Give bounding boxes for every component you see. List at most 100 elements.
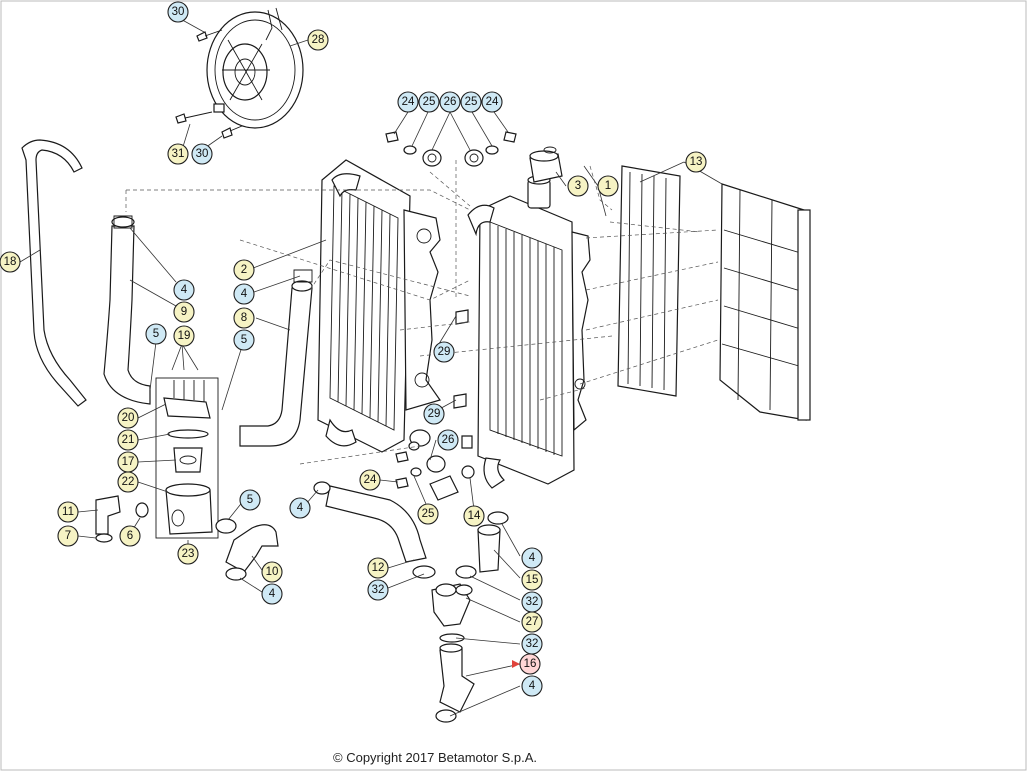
callout-number: 28 [312, 34, 325, 46]
callout-number: 30 [196, 148, 209, 160]
callout-20[interactable]: 20 [117, 407, 139, 429]
callout-4-hose-10[interactable]: 4 [261, 583, 283, 605]
callout-5-lower[interactable]: 5 [239, 489, 261, 511]
callout-number: 14 [468, 510, 481, 522]
callout-32-left[interactable]: 32 [367, 579, 389, 601]
hose-15 [455, 511, 509, 579]
callout-number: 8 [241, 312, 247, 324]
callout-27[interactable]: 27 [521, 611, 543, 633]
callout-24-top-left[interactable]: 24 [397, 91, 419, 113]
callout-15[interactable]: 15 [521, 569, 543, 591]
callout-number: 4 [241, 288, 248, 300]
callout-6[interactable]: 6 [119, 525, 141, 547]
callout-number: 26 [442, 434, 455, 446]
callout-number: 18 [4, 256, 17, 268]
callout-4-hose-12[interactable]: 4 [289, 497, 311, 519]
callout-19[interactable]: 19 [173, 325, 195, 347]
callout-number: 5 [153, 328, 159, 340]
cooling-fan [206, 7, 304, 129]
thermostat-assembly [155, 377, 219, 539]
callout-1[interactable]: 1 [597, 175, 619, 197]
callout-26-middle[interactable]: 26 [437, 429, 459, 451]
callout-30[interactable]: 30 [167, 1, 189, 23]
callout-4-hose-16[interactable]: 4 [521, 675, 543, 697]
hose-16 [435, 643, 475, 723]
callout-10[interactable]: 10 [261, 561, 283, 583]
callout-number: 10 [266, 566, 279, 578]
callout-16-highlighted[interactable]: 16 [519, 653, 541, 675]
callout-number: 15 [526, 574, 539, 586]
callout-number: 26 [444, 96, 457, 108]
callout-24-top-right[interactable]: 24 [481, 91, 503, 113]
left-radiator [317, 159, 441, 453]
callout-number: 1 [605, 180, 611, 192]
callout-12[interactable]: 12 [367, 557, 389, 579]
callout-22[interactable]: 22 [117, 471, 139, 493]
callout-2[interactable]: 2 [233, 259, 255, 281]
callout-number: 32 [526, 596, 539, 608]
callout-number: 20 [122, 412, 135, 424]
callout-number: 4 [269, 588, 276, 600]
callout-number: 21 [122, 434, 135, 446]
callout-9[interactable]: 9 [173, 301, 195, 323]
callout-4-hose-8[interactable]: 4 [233, 283, 255, 305]
callout-number: 16 [524, 658, 537, 670]
fan-screws [175, 29, 243, 139]
callout-13[interactable]: 13 [685, 151, 707, 173]
callout-number: 3 [575, 180, 581, 192]
callout-25-top-right[interactable]: 25 [460, 91, 482, 113]
callout-11[interactable]: 11 [57, 501, 79, 523]
callout-4-hose-15[interactable]: 4 [521, 547, 543, 569]
callout-number: 31 [172, 148, 185, 160]
right-radiator [467, 175, 591, 489]
callout-number: 25 [422, 508, 435, 520]
callout-14[interactable]: 14 [463, 505, 485, 527]
y-junction [431, 583, 473, 643]
callout-number: 4 [297, 502, 304, 514]
callout-number: 22 [122, 476, 135, 488]
callout-number: 23 [182, 548, 195, 560]
callout-number: 2 [241, 264, 247, 276]
callout-23[interactable]: 23 [177, 543, 199, 565]
callout-4-hose-9[interactable]: 4 [173, 279, 195, 301]
callout-number: 25 [465, 96, 478, 108]
callout-number: 5 [241, 334, 247, 346]
callout-8[interactable]: 8 [233, 307, 255, 329]
overflow-hose [21, 139, 87, 407]
callout-29-upper[interactable]: 29 [433, 341, 455, 363]
callout-5-left[interactable]: 5 [145, 323, 167, 345]
callout-number: 24 [486, 96, 499, 108]
callout-28[interactable]: 28 [307, 29, 329, 51]
leader-lines [19, 11, 723, 717]
callout-number: 9 [181, 306, 187, 318]
callout-number: 7 [65, 530, 71, 542]
callout-29-lower[interactable]: 29 [423, 403, 445, 425]
callout-number: 17 [122, 456, 135, 468]
radiator-guard [617, 165, 811, 421]
left-radiator-fins [337, 189, 391, 427]
copyright-notice: © Copyright 2017 Betamotor S.p.A. [333, 750, 537, 765]
callout-26-top[interactable]: 26 [439, 91, 461, 113]
callout-30-lower[interactable]: 30 [191, 143, 213, 165]
callout-18[interactable]: 18 [0, 251, 21, 273]
callout-24-middle[interactable]: 24 [359, 469, 381, 491]
callout-21[interactable]: 21 [117, 429, 139, 451]
callout-31[interactable]: 31 [167, 143, 189, 165]
callout-17[interactable]: 17 [117, 451, 139, 473]
callout-32-upper-right[interactable]: 32 [521, 591, 543, 613]
callout-number: 30 [172, 6, 185, 18]
callout-number: 11 [62, 506, 74, 518]
callout-5-mid[interactable]: 5 [233, 329, 255, 351]
callout-25-top-left[interactable]: 25 [418, 91, 440, 113]
radiator-cap [529, 146, 563, 183]
callout-32-lower-right[interactable]: 32 [521, 633, 543, 655]
callout-3[interactable]: 3 [567, 175, 589, 197]
callout-number: 4 [529, 552, 536, 564]
callout-25-middle[interactable]: 25 [417, 503, 439, 525]
top-fittings [385, 131, 517, 167]
callout-7[interactable]: 7 [57, 525, 79, 547]
callout-number: 29 [428, 408, 441, 420]
callout-number: 4 [529, 680, 536, 692]
